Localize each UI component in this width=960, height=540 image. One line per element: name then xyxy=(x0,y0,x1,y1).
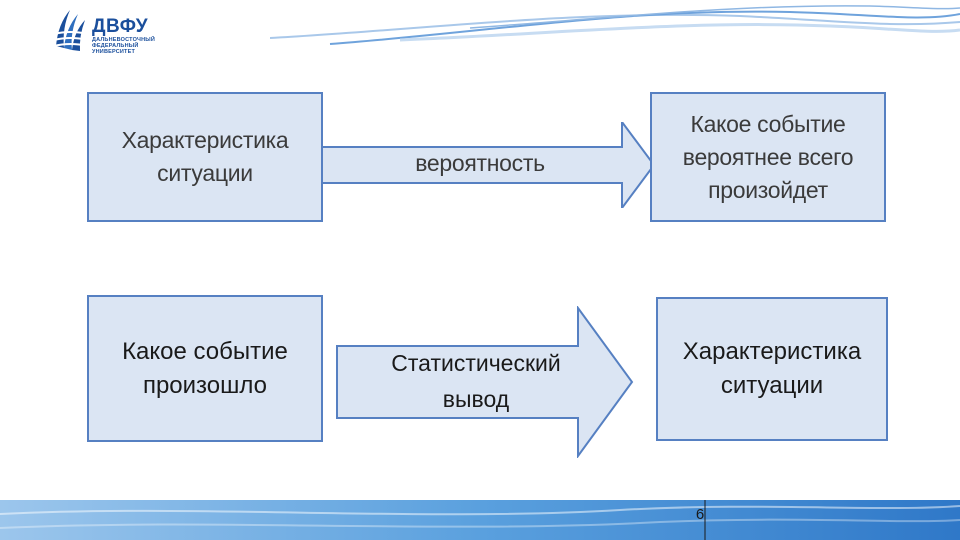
top-arrow xyxy=(322,122,656,208)
bottom-arrow xyxy=(336,306,634,458)
header-swoosh-decoration xyxy=(270,5,960,45)
bottom-right-box-line-1: Характеристика xyxy=(682,338,862,365)
top-left-box-line-2: ситуации xyxy=(157,160,253,186)
top-right-box-line-1: Какое событие xyxy=(690,110,846,137)
bottom-right-box-line-2: ситуации xyxy=(720,372,824,399)
logo-emblem-icon xyxy=(53,10,89,51)
bottom-right-box: Характеристика ситуации xyxy=(656,297,888,441)
top-arrow-label: вероятность xyxy=(415,150,545,176)
page-number: 6 xyxy=(695,506,705,523)
bottom-left-box-line-1: Какое событие xyxy=(122,337,288,365)
top-right-box-line-2: вероятнее всего xyxy=(682,143,854,170)
top-left-box-line-1: Характеристика xyxy=(121,127,289,153)
top-left-box: Характеристика ситуации xyxy=(87,92,323,222)
bottom-arrow-label-line-1: Статистический xyxy=(391,350,561,376)
bottom-left-box-line-2: произошло xyxy=(142,371,268,399)
logo-name: ДВФУ xyxy=(92,16,149,37)
bottom-arrow-label: Статистический вывод xyxy=(356,345,596,417)
logo-sub-line-3: УНИВЕРСИТЕТ xyxy=(92,49,136,55)
university-logo: ДВФУ ДАЛЬНЕВОСТОЧНЫЙ ФЕДЕРАЛЬНЫЙ УНИВЕРС… xyxy=(52,4,162,55)
top-right-box: Какое событие вероятнее всего произойдет xyxy=(650,92,886,222)
bottom-arrow-label-line-2: вывод xyxy=(442,386,510,412)
top-right-box-line-3: произойдет xyxy=(708,176,828,203)
logo-sub-line-1: ДАЛЬНЕВОСТОЧНЫЙ xyxy=(92,37,156,43)
bottom-left-box: Какое событие произошло xyxy=(87,295,323,442)
logo-sub-line-2: ФЕДЕРАЛЬНЫЙ xyxy=(92,43,139,49)
footer-bar xyxy=(0,500,960,540)
